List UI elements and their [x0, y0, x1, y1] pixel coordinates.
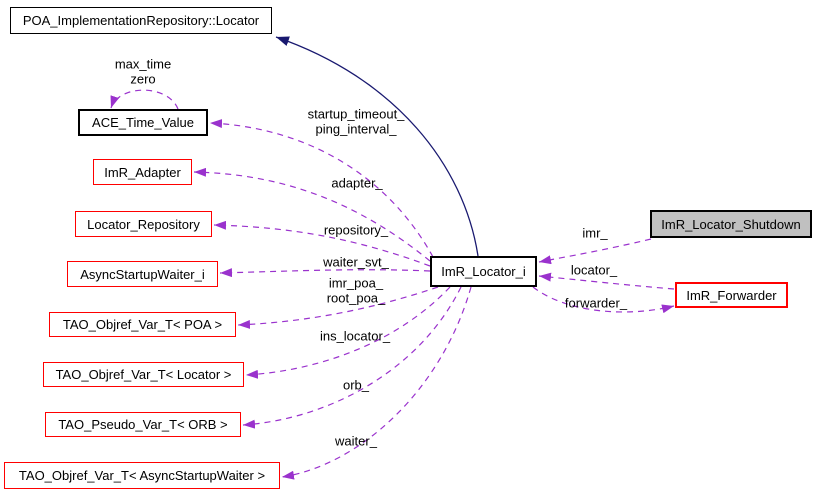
node-tao-objref-var-t-locator[interactable]: TAO_Objref_Var_T< Locator > [43, 362, 244, 387]
edge-label-orb: orb_ [342, 377, 370, 393]
edge-label-waiter: waiter_ [335, 433, 377, 449]
edge-forwarder [532, 286, 675, 314]
edge-label-startup-timeout: startup_timeout_ ping_interval_ [308, 107, 405, 136]
edge-label-repository: repository_ [323, 222, 389, 238]
edge-orb [242, 286, 462, 429]
edge-imr-poa [237, 286, 439, 329]
edge-waiter-svt [219, 268, 431, 278]
edge-startup-timeout [209, 119, 434, 258]
node-tao-pseudo-var-t-orb[interactable]: TAO_Pseudo_Var_T< ORB > [45, 412, 241, 437]
edge-locator [538, 272, 675, 290]
edge-label-root-poa: root_poa_ [326, 290, 386, 305]
edge-label-imr-poa: imr_poa_ [328, 275, 384, 291]
edge-repository [213, 220, 431, 267]
node-ace-time-value[interactable]: ACE_Time_Value [78, 109, 208, 136]
edge-adapter [193, 167, 431, 262]
edge-ins-locator [245, 286, 451, 379]
node-imr-adapter[interactable]: ImR_Adapter [93, 159, 192, 185]
edge-inheritance-poa-locator [275, 36, 479, 257]
edge-label-locator: locator_ [570, 262, 618, 278]
edge-label-ping-interval: ping_interval_ [315, 121, 397, 136]
node-imr-locator-shutdown: ImR_Locator_Shutdown [650, 210, 812, 238]
edge-label-imr: imr_ [582, 225, 608, 241]
edge-imr [538, 238, 652, 265]
node-tao-objref-var-t-asyncstartupwaiter[interactable]: TAO_Objref_Var_T< AsyncStartupWaiter > [4, 462, 280, 489]
node-tao-objref-var-t-poa[interactable]: TAO_Objref_Var_T< POA > [49, 312, 236, 337]
edge-max-time-zero [110, 89, 179, 110]
node-poa-implementationrepository-locator[interactable]: POA_ImplementationRepository::Locator [10, 7, 272, 34]
edge-label-forwarder: forwarder_ [564, 295, 628, 311]
node-imr-forwarder[interactable]: ImR_Forwarder [675, 282, 788, 308]
edge-label-imr-poa-root-poa: imr_poa_ root_poa_ [327, 276, 386, 305]
edge-label-adapter: adapter_ [331, 175, 383, 191]
node-imr-locator-i: ImR_Locator_i [430, 256, 537, 287]
edge-label-max-time: max_time [114, 56, 172, 72]
edge-label-zero: zero [130, 71, 156, 86]
edge-label-max-time-zero: max_time zero [115, 57, 171, 86]
node-async-startup-waiter-i[interactable]: AsyncStartupWaiter_i [67, 261, 218, 287]
edge-label-startup-timeout-line1: startup_timeout_ [307, 106, 405, 122]
edge-label-ins-locator: ins_locator_ [319, 328, 391, 344]
node-locator-repository[interactable]: Locator_Repository [75, 211, 212, 237]
edge-label-waiter-svt: waiter_svt_ [323, 254, 389, 270]
